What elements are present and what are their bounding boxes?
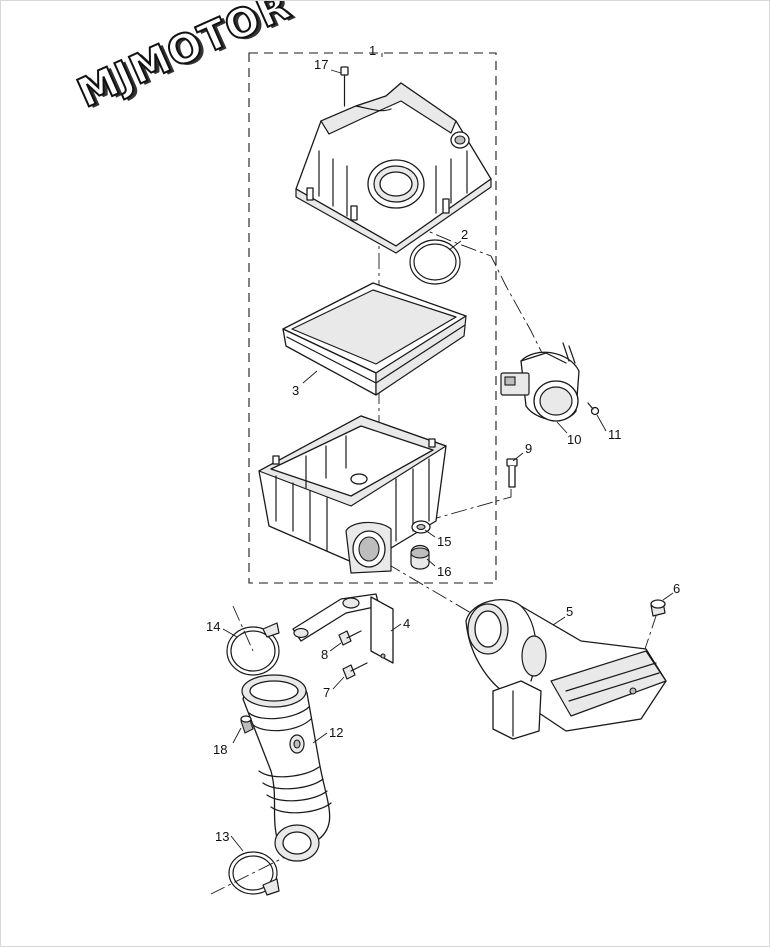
callout-9: 9	[525, 441, 532, 456]
part-2-o-ring	[409, 239, 461, 285]
part-5-intake-duct	[465, 599, 667, 740]
outlet-center-line	[385, 562, 472, 614]
callout-4: 4	[403, 616, 410, 631]
part-1-filter-housing	[258, 415, 447, 574]
part-9-bolt	[506, 458, 518, 488]
callout-12: 12	[329, 725, 343, 740]
callout-8: 8	[321, 647, 328, 662]
leader-lines	[222, 53, 674, 852]
part-10-maf-sensor	[500, 342, 580, 422]
callout-6: 6	[673, 581, 680, 596]
callout-14: 14	[206, 619, 220, 634]
bolt-9-center-line	[425, 489, 512, 522]
callout-15: 15	[437, 534, 451, 549]
callout-17: 17	[314, 57, 328, 72]
part-4-bracket	[292, 593, 394, 664]
part-13-hose-clamp	[228, 851, 280, 896]
part-16-rubber-mount	[410, 544, 430, 570]
part-18-hose-clip	[240, 715, 254, 734]
callout-11: 11	[608, 427, 622, 442]
part-6-cap	[650, 599, 666, 617]
callout-7: 7	[323, 685, 330, 700]
callout-3: 3	[292, 383, 299, 398]
part-1-filter-cover	[295, 82, 492, 254]
callout-10: 10	[567, 432, 581, 447]
part-7-bolt	[342, 662, 368, 680]
callout-2: 2	[461, 227, 468, 242]
part-3-filter-element	[282, 282, 467, 396]
part-17-bolt	[340, 66, 349, 107]
callout-5: 5	[566, 604, 573, 619]
callout-1: 1	[369, 43, 376, 58]
part-12-intake-hose	[241, 674, 332, 862]
part-11-screw	[587, 402, 600, 416]
callout-16: 16	[437, 564, 451, 579]
assembly-1-boundary	[248, 52, 497, 584]
clamp-13-center-line	[210, 850, 298, 895]
part-8-bolt	[338, 630, 362, 646]
callout-13: 13	[215, 829, 229, 844]
part-14-hose-clamp	[226, 622, 280, 676]
clamp-14-center-line	[232, 605, 254, 652]
callout-labels: 1 2 3 4 5 6 7 8 9 10 11 12 13 14 15 16 1…	[206, 43, 680, 844]
callout-18: 18	[213, 742, 227, 757]
